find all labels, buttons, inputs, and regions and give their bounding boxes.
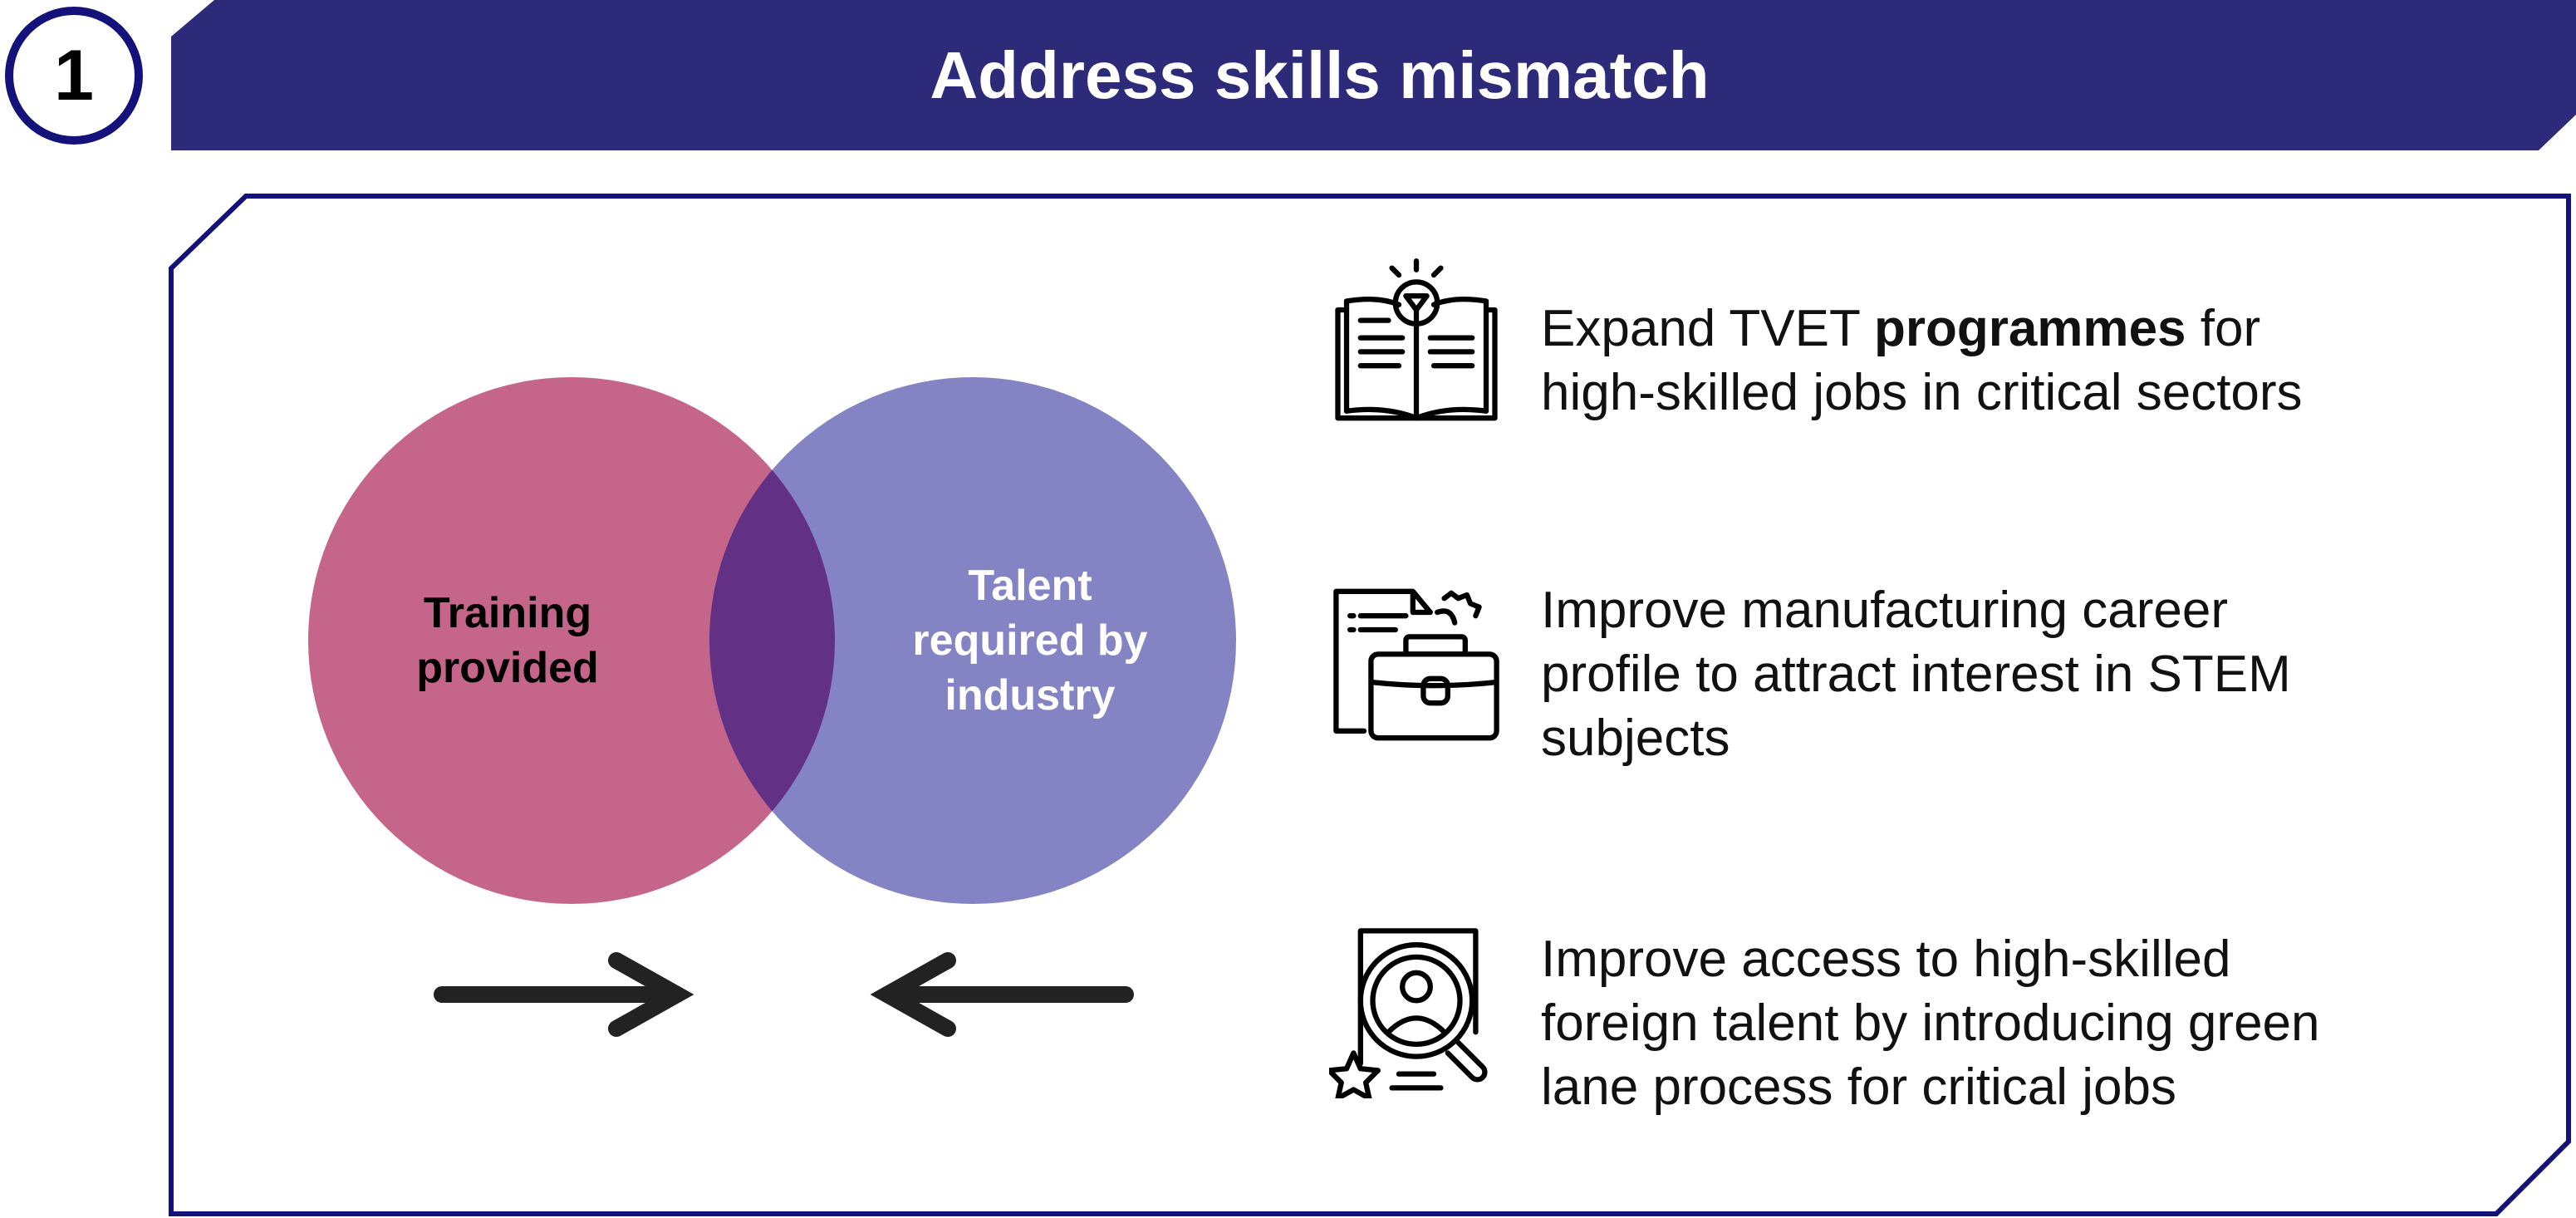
step-number: 1	[54, 35, 94, 115]
label-line: Talent	[968, 562, 1092, 610]
venn-diagram	[308, 377, 1236, 904]
label-line: industry	[945, 671, 1116, 720]
item-line: high-skilled jobs in critical sectors	[1541, 364, 2303, 421]
item-line: Improve manufacturing career	[1541, 582, 2229, 639]
venn-label-talent: Talent required by industry	[912, 558, 1147, 723]
item-foreign-talent: Improve access to high-skilled foreign t…	[1541, 927, 2320, 1119]
item-line: Improve access to high-skilled	[1541, 931, 2231, 988]
venn-circle-talent	[709, 377, 1236, 904]
item-line: profile to attract interest in STEM	[1541, 646, 2291, 703]
briefcase-document-gear-icon	[1333, 588, 1499, 741]
bold-text: programmes	[1873, 300, 2186, 357]
item-line: lane process for critical jobs	[1541, 1058, 2176, 1116]
talent-search-icon	[1329, 928, 1488, 1098]
item-line: foreign talent by introducing green	[1541, 995, 2320, 1052]
text: Expand TVET	[1541, 300, 1874, 357]
label-line: provided	[416, 644, 599, 692]
item-line: subjects	[1541, 710, 1730, 767]
header-banner: Address skills mismatch	[171, 0, 2576, 150]
item-expand-tvet: Expand TVET programmes for high-skilled …	[1541, 297, 2303, 425]
item-career-profile: Improve manufacturing career profile to …	[1541, 578, 2291, 770]
book-lightbulb-icon	[1335, 258, 1498, 421]
page-title: Address skills mismatch	[930, 37, 1710, 112]
label-line: required by	[912, 616, 1148, 665]
arrow-right-icon	[434, 952, 694, 1037]
step-number-badge: 1	[5, 7, 143, 145]
venn-circle-training	[308, 377, 835, 904]
item-line: Expand TVET programmes for	[1541, 297, 2303, 361]
text: for	[2186, 300, 2261, 357]
label-line: Training	[423, 589, 592, 637]
venn-label-training: Training provided	[416, 586, 599, 695]
arrow-left-icon	[870, 952, 1134, 1037]
